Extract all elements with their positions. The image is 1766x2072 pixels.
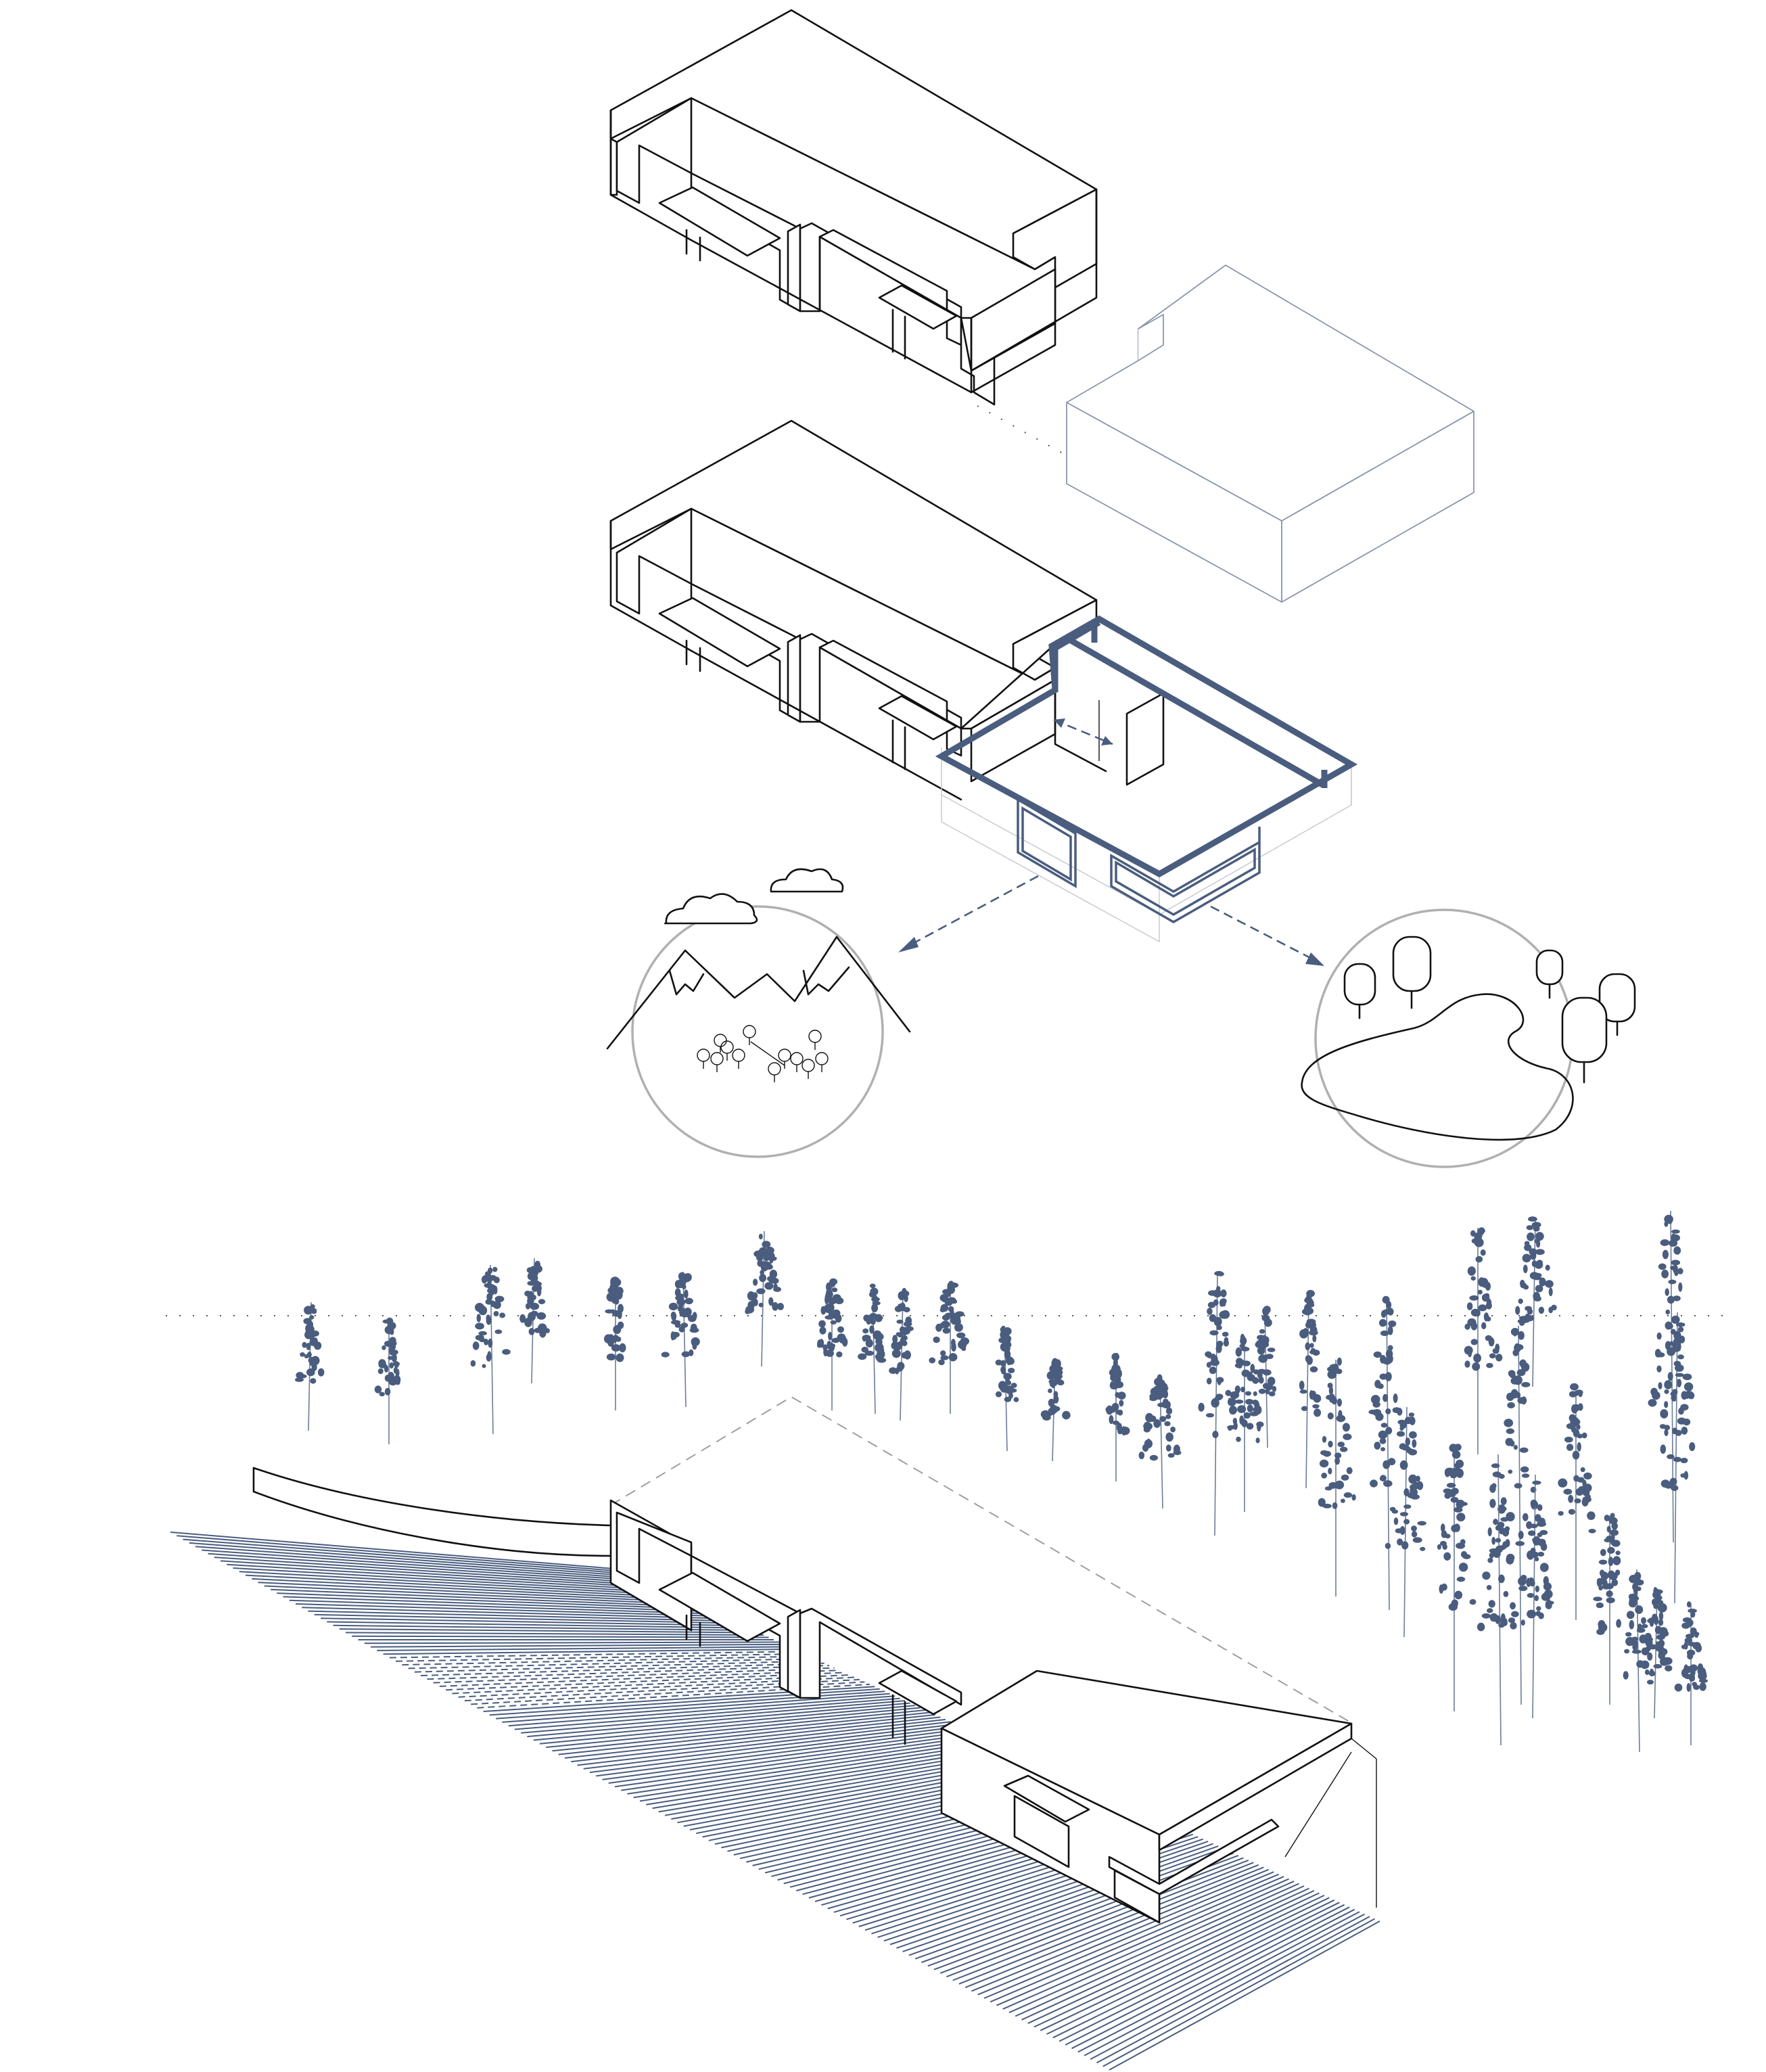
tree-icon [745, 1230, 784, 1367]
tree-icon [1138, 1374, 1182, 1509]
tree-icon [1464, 1227, 1503, 1454]
tree-icon [1558, 1383, 1596, 1620]
tree-icon [929, 1281, 970, 1414]
tree-icon [1623, 1569, 1656, 1753]
stage-3-house [609, 1396, 1377, 1924]
retaining-wall [252, 1467, 612, 1557]
tree-icon [1385, 1406, 1426, 1638]
tree-icon [1518, 1474, 1554, 1719]
forest-trees [295, 1210, 1708, 1753]
tree-icon [470, 1264, 511, 1435]
tree-icon [1368, 1295, 1404, 1611]
tree-icon [1105, 1353, 1130, 1481]
tree-icon [1228, 1333, 1264, 1512]
mountain-vignette-icon [606, 868, 911, 1158]
stage-1-detached-volume [1066, 264, 1474, 603]
stage-1-main-house [609, 9, 1098, 406]
view-arrows [898, 875, 1324, 966]
lake-view-arrow [1210, 905, 1316, 962]
stage-2-extension [935, 615, 1358, 943]
tree-icon [1040, 1358, 1071, 1462]
tree-icon [816, 1278, 848, 1410]
tree-icon [1593, 1513, 1622, 1705]
tree-icon [661, 1271, 700, 1408]
tree-icon [1437, 1444, 1477, 1711]
tree-icon [1477, 1454, 1519, 1746]
tree-icon [295, 1302, 325, 1431]
tree-icon [889, 1287, 914, 1421]
tree-icon [374, 1317, 401, 1444]
tree-icon [1198, 1270, 1238, 1536]
tree-icon [1659, 1312, 1696, 1604]
tree-icon [995, 1325, 1019, 1452]
tree-icon [604, 1276, 626, 1410]
tree-icon [1674, 1601, 1708, 1745]
tree-icon [858, 1283, 887, 1414]
tree-icon [1318, 1357, 1356, 1596]
tree-icon [1640, 1587, 1673, 1719]
lake-vignette-icon [1301, 908, 1636, 1168]
arrowhead-right [1305, 952, 1324, 966]
stage-2-main-house [609, 419, 1098, 801]
tree-icon [519, 1258, 550, 1384]
connector-dotted-line [977, 405, 1069, 457]
tree-icon [1515, 1216, 1557, 1387]
tree-icon [1299, 1289, 1322, 1489]
mountain-view-arrow [906, 875, 1039, 948]
arrowhead-left [898, 937, 919, 952]
tree-icon [1252, 1306, 1277, 1448]
interior-flow-arrow [1053, 718, 1113, 745]
